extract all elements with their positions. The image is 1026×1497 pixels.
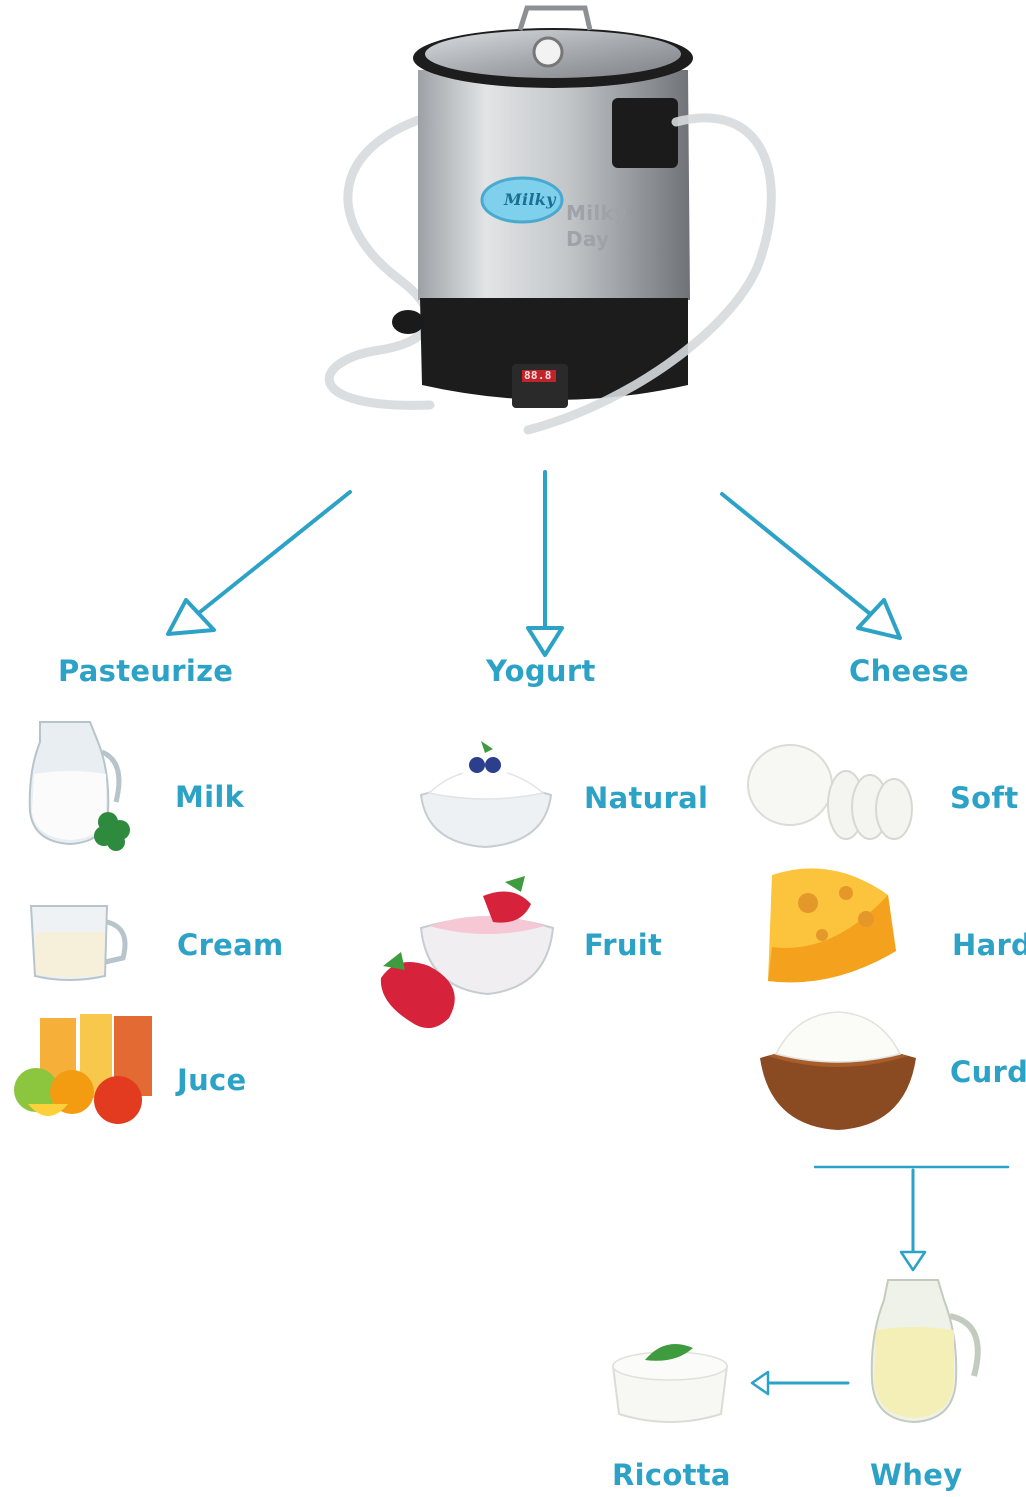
pot-brand-text: Milky Day [566, 201, 628, 251]
item-milk: Milk [175, 780, 245, 814]
heading-cheese: Cheese [849, 654, 969, 688]
item-curd: Curd [950, 1055, 1026, 1089]
item-cream: Cream [177, 928, 284, 962]
fruit-yogurt-image [380, 876, 555, 1029]
arrow-to-pasteurize [178, 490, 352, 630]
pot-logo-text: Milky [504, 190, 556, 209]
cheese-maker-illustration [324, 5, 776, 435]
cream-jug-image [29, 905, 128, 981]
item-hard: Hard [952, 928, 1026, 962]
heading-yogurt: Yogurt [486, 654, 596, 688]
ricotta-image [611, 1344, 729, 1423]
item-juice: Juce [177, 1063, 247, 1097]
heading-pasteurize: Pasteurize [58, 654, 234, 688]
soft-cheese-image [747, 744, 913, 840]
item-whey: Whey [870, 1458, 963, 1492]
curd-image [760, 1011, 916, 1130]
whey-jug-image [870, 1279, 981, 1424]
pot-display-readout: 88.8 [524, 369, 552, 382]
item-ricotta: Ricotta [612, 1458, 731, 1492]
milk-jug-image [28, 721, 130, 851]
arrow-to-cheese [720, 492, 892, 632]
natural-yogurt-image [419, 741, 553, 849]
hard-cheese-image [768, 868, 896, 983]
item-soft: Soft [950, 781, 1019, 815]
item-natural: Natural [584, 781, 709, 815]
item-fruit: Fruit [584, 928, 663, 962]
juice-image [14, 1014, 152, 1124]
